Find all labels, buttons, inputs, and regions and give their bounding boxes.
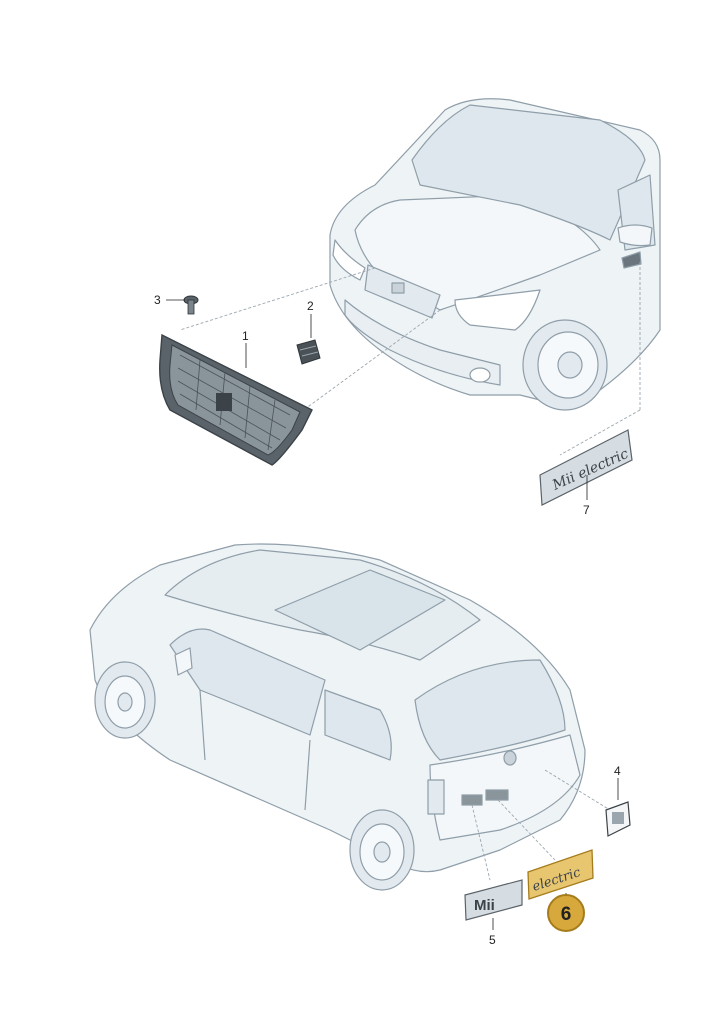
callout-7: 7	[583, 503, 590, 517]
rear-car-illustration	[89, 543, 586, 891]
callout-4: 4	[614, 764, 621, 778]
callout-1: 1	[242, 329, 249, 343]
grille-part-1	[159, 333, 313, 466]
callouts	[166, 299, 619, 930]
screw-part-3	[183, 295, 199, 315]
electric-badge-part-6: electric	[527, 849, 594, 900]
callout-6-badge	[547, 894, 585, 932]
leader-lines-rear	[471, 769, 611, 881]
mii-badge-part-5: Mii	[464, 879, 523, 921]
callout-3: 3	[154, 293, 161, 307]
clip-part-2	[296, 339, 321, 365]
leader-lines-front	[179, 262, 641, 456]
mii-badge-text: Mii	[474, 897, 495, 914]
front-car-illustration	[329, 98, 661, 411]
callout-2: 2	[307, 299, 314, 313]
callout-5: 5	[489, 933, 496, 947]
side-badge-part-7: Mii electric	[539, 429, 633, 506]
cover-cap-part-4	[605, 801, 631, 837]
callout-6: 6	[561, 904, 572, 925]
